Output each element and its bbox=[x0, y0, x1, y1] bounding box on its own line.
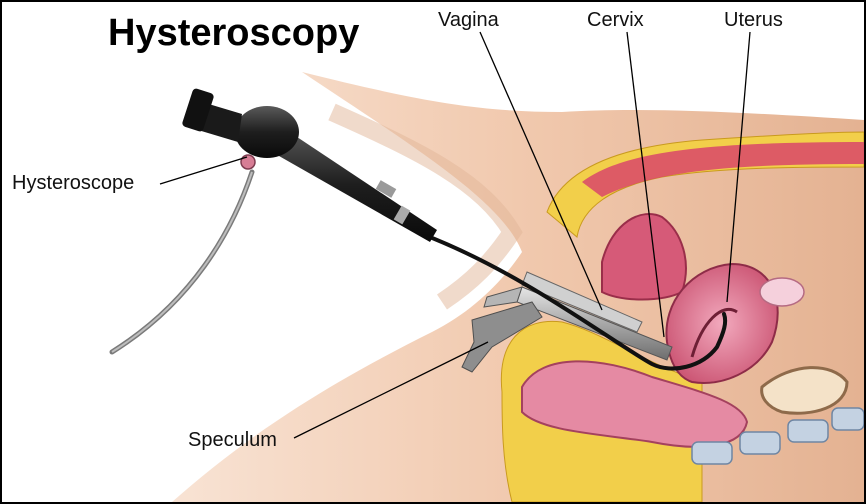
label-uterus: Uterus bbox=[724, 9, 783, 31]
label-speculum: Speculum bbox=[188, 429, 277, 451]
hysteroscope-instrument bbox=[182, 88, 728, 371]
spine bbox=[691, 407, 864, 465]
light-cable bbox=[109, 169, 255, 355]
label-cervix: Cervix bbox=[587, 9, 644, 31]
label-vagina: Vagina bbox=[438, 9, 499, 31]
diagram-title: Hysteroscopy bbox=[108, 12, 360, 54]
speculum-instrument bbox=[461, 271, 673, 373]
bladder bbox=[601, 213, 687, 301]
uterus-organ bbox=[665, 262, 805, 384]
abdominal-muscle bbox=[582, 142, 864, 197]
leader-lines bbox=[159, 31, 751, 439]
bowel bbox=[521, 360, 849, 448]
label-hysteroscope: Hysteroscope bbox=[12, 172, 135, 194]
